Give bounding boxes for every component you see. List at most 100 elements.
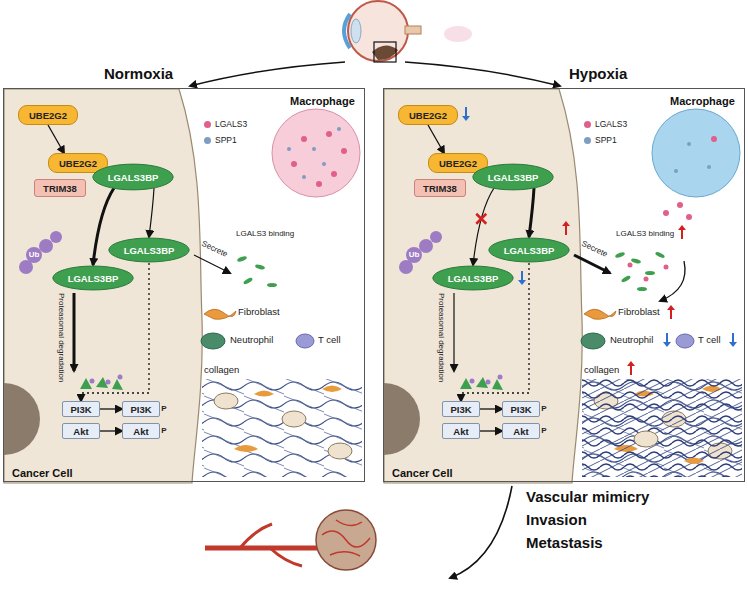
cell-label: Cancer Cell <box>12 467 73 479</box>
ligase-box: TRIM38 <box>34 179 86 197</box>
cell-label: Macrophage <box>290 95 355 107</box>
ubiquitin-tag: Ub <box>408 250 420 259</box>
protein-ellipse: LGALS3BP <box>92 163 174 191</box>
node-text: TRIM38 <box>43 183 77 194</box>
node-text: PI3K <box>130 404 151 415</box>
normoxia-illustration <box>4 89 362 483</box>
connector-arrow <box>149 188 154 237</box>
panel-heading: Hypoxia <box>569 65 627 82</box>
legend-swatch <box>204 137 211 144</box>
ellipse-shape <box>473 164 553 190</box>
process-note: Proteasomal degradation <box>437 293 446 382</box>
protein-ellipse: LGALS3BP <box>108 237 190 263</box>
macrophage-cell: Macrophage <box>290 91 364 107</box>
kinase-box: PI3K <box>442 401 480 417</box>
legend-item: LGALS3 <box>204 119 247 129</box>
legend-swatch <box>584 121 591 128</box>
legend-text: SPP1 <box>215 135 237 145</box>
tumor-illustration <box>205 486 512 578</box>
legend-item: SPP1 <box>584 135 617 145</box>
legend-swatch <box>584 137 591 144</box>
outcome-text: Metastasis <box>526 534 603 551</box>
panel-heading: Normoxia <box>104 65 173 82</box>
cell-label: Cancer Cell <box>392 467 453 479</box>
outcome-text: Vascular mimicry <box>526 488 649 505</box>
ellipse-shape <box>109 238 189 262</box>
node-text: UBE2G2 <box>439 158 477 169</box>
cancer-cell: Cancer CellUBE2G2UBE2G2LGALS3BPTRIM38LGA… <box>4 89 196 483</box>
node-text: UBE2G2 <box>29 110 67 121</box>
node-text: Akt <box>133 426 148 437</box>
ellipse-shape <box>489 238 569 262</box>
legend-text: LGALS3 <box>215 119 247 129</box>
phospho-tag: P <box>538 404 550 413</box>
legend-item: SPP1 <box>204 135 237 145</box>
cell-name: Neutrophil <box>230 335 273 346</box>
connector-arrow <box>480 408 502 409</box>
node-text: LGALS3BP <box>488 172 539 183</box>
node-text: LGALS3BP <box>108 172 159 183</box>
node-text: LGALS3BP <box>504 245 555 256</box>
kinase-box: PI3K <box>502 401 540 417</box>
node-text: Akt <box>73 426 88 437</box>
cell-name: Fibroblast <box>238 307 280 318</box>
cell-label: Macrophage <box>670 95 735 107</box>
node-text: Akt <box>513 426 528 437</box>
node-text: PI3K <box>70 404 91 415</box>
hypoxia-illustration <box>384 89 742 483</box>
process-note: LGALS3 binding <box>236 229 294 238</box>
macrophage-cell: Macrophage <box>670 91 744 107</box>
node-text: LGALS3BP <box>124 245 175 256</box>
block-cross <box>476 214 486 224</box>
legend-swatch <box>204 121 211 128</box>
legend-text: SPP1 <box>595 135 617 145</box>
ellipse-shape <box>53 266 133 290</box>
kinase-box: Akt <box>62 423 100 439</box>
kinase-box: PI3K <box>122 401 160 417</box>
protein-ellipse: LGALS3BP <box>52 265 134 291</box>
connector-arrow <box>48 125 64 153</box>
ellipse-shape <box>433 266 513 290</box>
kinase-box: Akt <box>442 423 480 439</box>
cancer-cell: Cancer CellUBE2G2UBE2G2LGALS3BPTRIM38LGA… <box>384 89 576 483</box>
protein-ellipse: LGALS3BP <box>432 265 514 291</box>
connector-arrow <box>480 430 502 431</box>
matrix-name: collagen <box>584 365 619 376</box>
node-text: UBE2G2 <box>59 158 97 169</box>
node-text: LGALS3BP <box>448 273 499 284</box>
node-text: UBE2G2 <box>409 110 447 121</box>
process-note: Proteasomal degradation <box>57 293 66 382</box>
phospho-tag: P <box>538 426 550 435</box>
phospho-tag: P <box>158 426 170 435</box>
cell-name: Fibroblast <box>618 307 660 318</box>
cell-name: Neutrophil <box>610 335 653 346</box>
process-note: LGALS3 binding <box>616 229 674 238</box>
eye-illustration <box>190 1 560 86</box>
kinase-box: Akt <box>122 423 160 439</box>
enzyme-box: UBE2G2 <box>398 105 458 125</box>
connector-arrow <box>529 188 534 237</box>
enzyme-box: UBE2G2 <box>18 105 78 125</box>
node-text: PI3K <box>510 404 531 415</box>
process-note: Secrete <box>200 239 229 259</box>
ubiquitin-tag: Ub <box>28 250 40 259</box>
process-note: Secrete <box>580 239 609 259</box>
node-text: TRIM38 <box>423 183 457 194</box>
kinase-box: PI3K <box>62 401 100 417</box>
cell-name: T cell <box>318 335 341 346</box>
node-text: Akt <box>453 426 468 437</box>
node-text: LGALS3BP <box>68 273 119 284</box>
kinase-box: Akt <box>502 423 540 439</box>
cell-name: T cell <box>698 335 721 346</box>
legend-item: LGALS3 <box>584 119 627 129</box>
protein-ellipse: LGALS3BP <box>472 163 554 191</box>
connector-arrow <box>428 125 444 153</box>
ellipse-shape <box>93 164 173 190</box>
panel-frame: NormoxiaCancer CellUBE2G2UBE2G2LGALS3BPT… <box>3 88 365 482</box>
outcome-text: Invasion <box>526 511 587 528</box>
phospho-tag: P <box>158 404 170 413</box>
panel-frame: HypoxiaCancer CellUBE2G2UBE2G2LGALS3BPTR… <box>383 88 745 482</box>
protein-ellipse: LGALS3BP <box>488 237 570 263</box>
matrix-name: collagen <box>204 365 239 376</box>
ligase-box: TRIM38 <box>414 179 466 197</box>
